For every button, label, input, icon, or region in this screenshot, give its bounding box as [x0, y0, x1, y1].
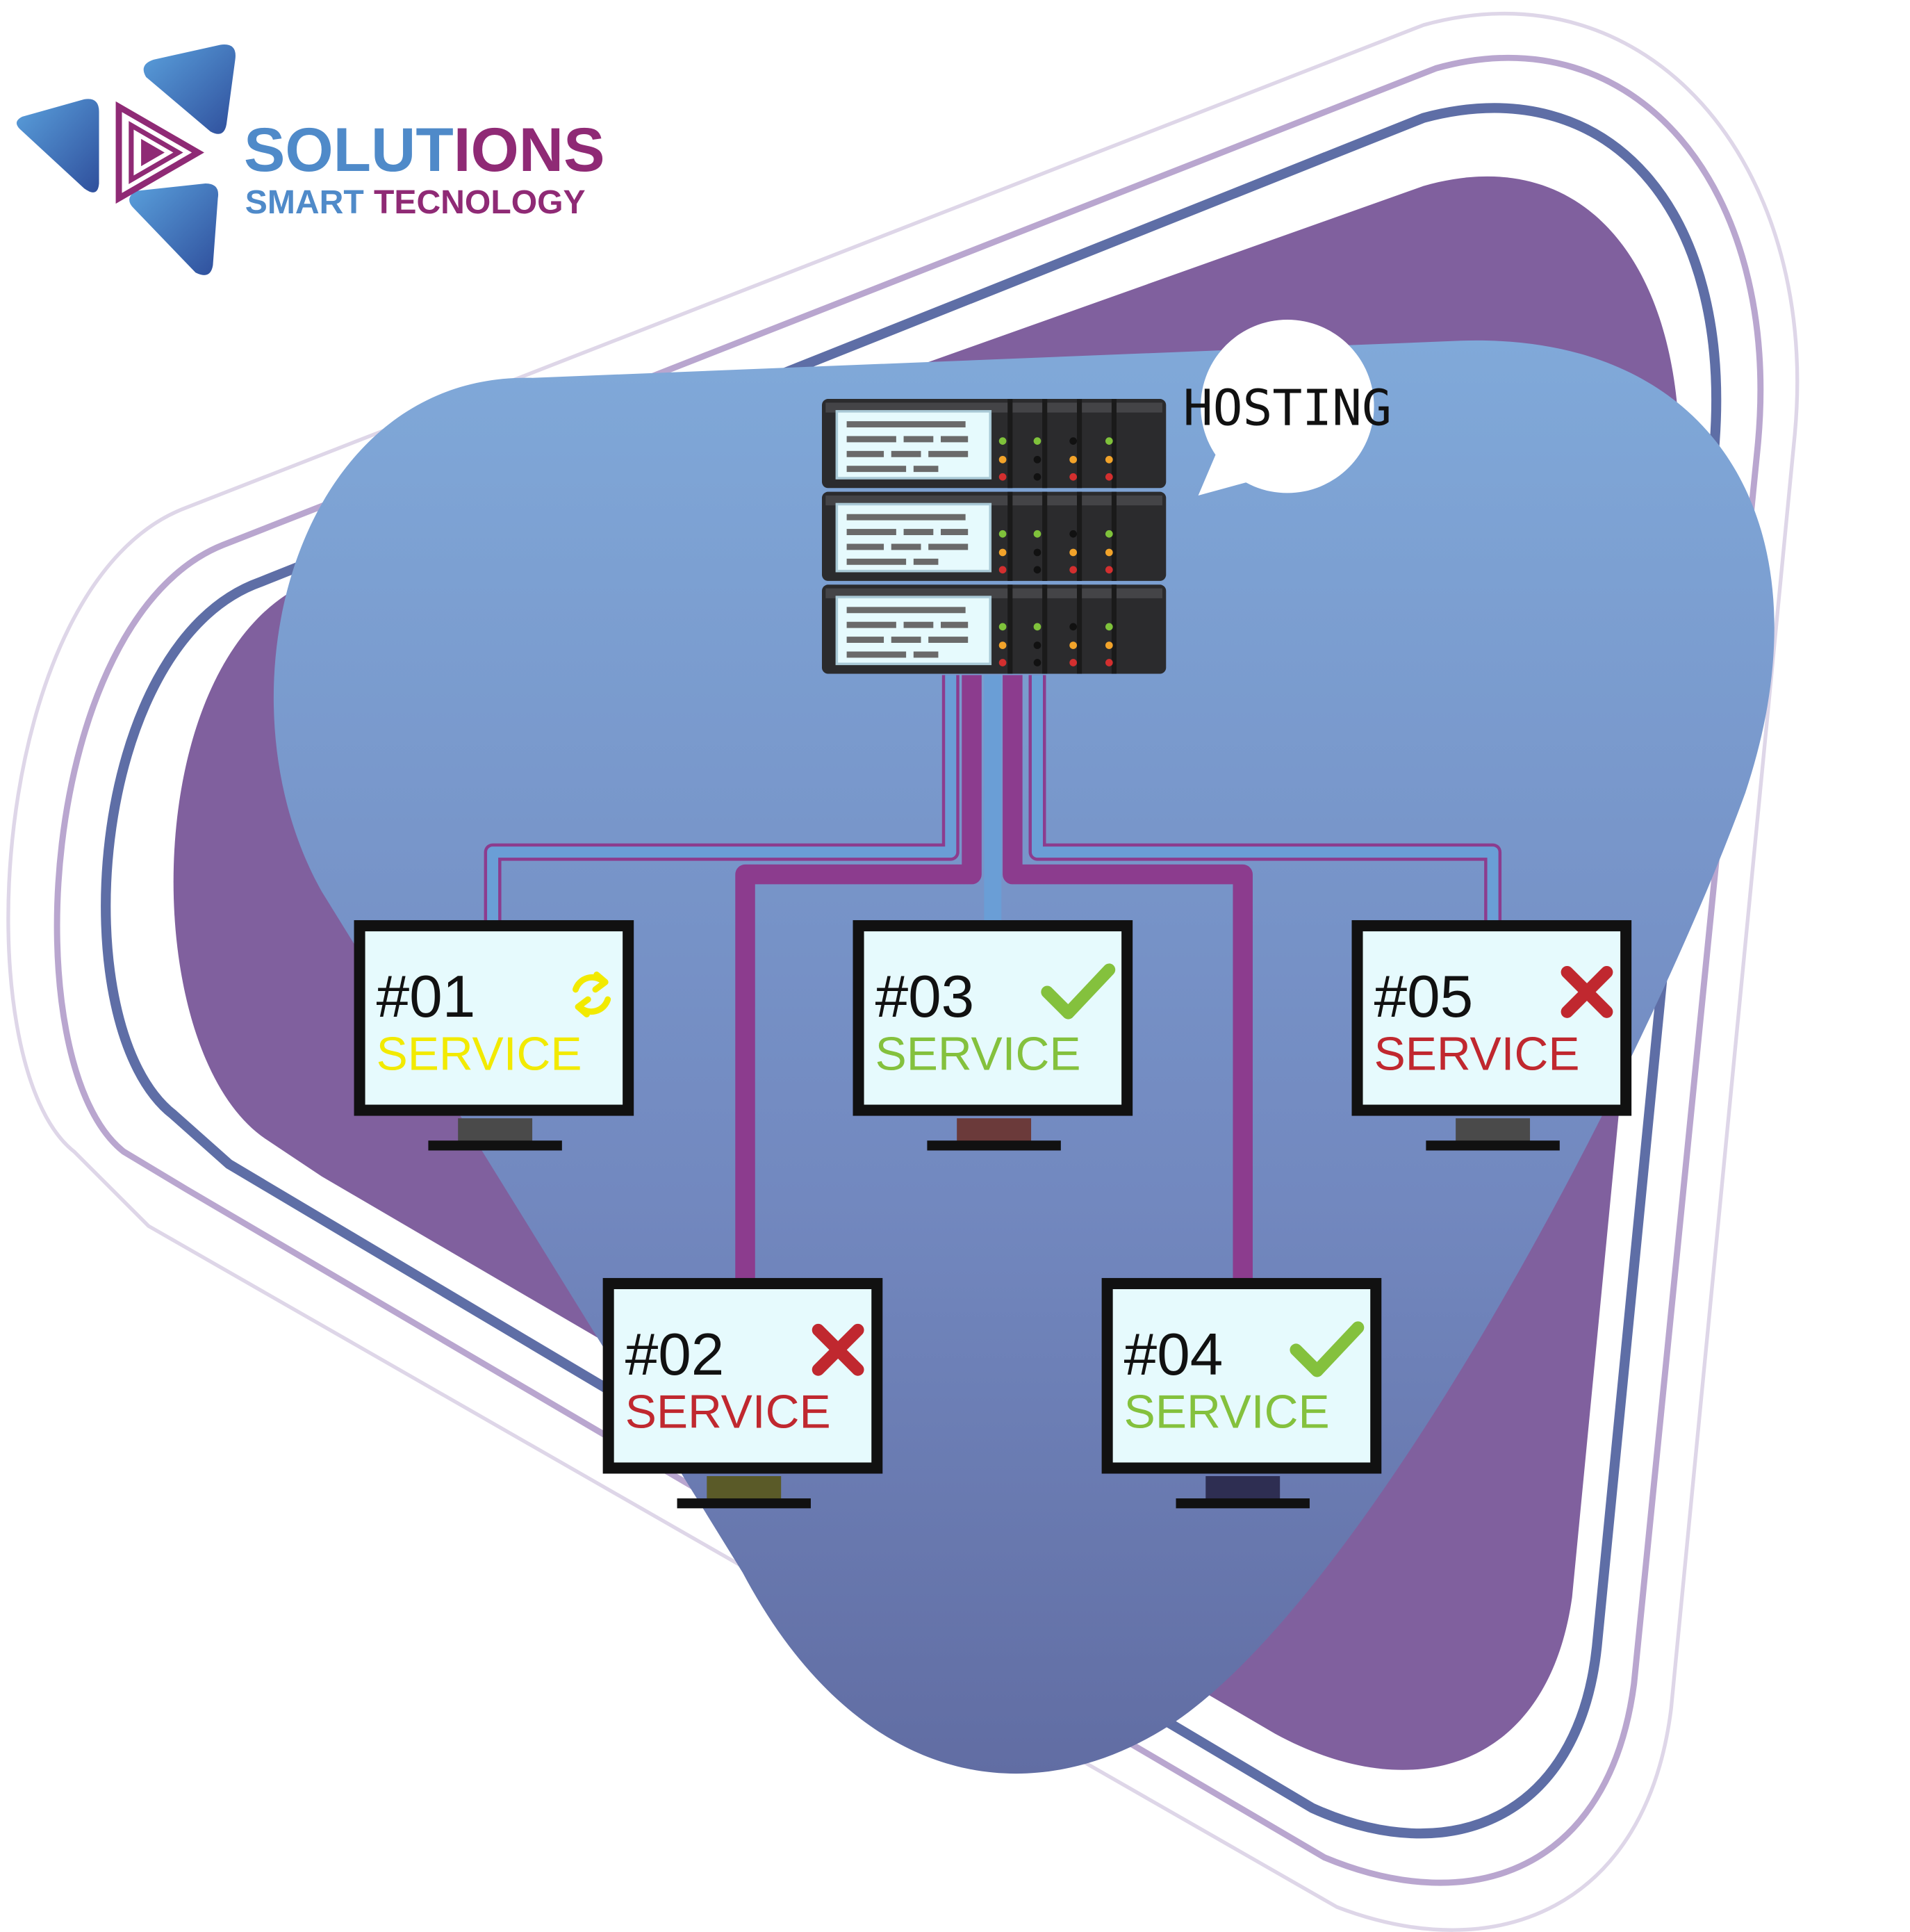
logo-triangle-bottom [129, 183, 219, 275]
monitor-service-label: SERVICE [625, 1386, 831, 1439]
ring-blue [101, 103, 1722, 1839]
cable-to-monitor-05 [1028, 675, 1502, 923]
check-icon [1041, 963, 1116, 1020]
cross-icon [1561, 966, 1613, 1018]
monitor-number: #01 [377, 964, 476, 1030]
monitor-05: #05 SERVICE [1351, 920, 1632, 1151]
ring-lilac [53, 54, 1764, 1886]
monitor-number: #04 [1124, 1322, 1224, 1388]
hosting-speech-bubble: HOSTING [1183, 320, 1392, 496]
logo-tag-part2: TECNOLOGY [374, 183, 586, 221]
monitor-service-label: SERVICE [1374, 1029, 1580, 1081]
cable-to-monitor-04 [1003, 675, 1253, 1281]
server-unit-3 [821, 583, 1168, 676]
monitor-02: #02 SERVICE [602, 1277, 883, 1509]
ring-outer [6, 11, 1800, 1932]
network-cables [484, 675, 1502, 1281]
check-icon [1290, 1321, 1365, 1377]
monitor-number: #05 [1374, 964, 1474, 1030]
server-unit-1 [821, 399, 1167, 489]
monitor-04: #04 SERVICE [1101, 1277, 1382, 1509]
monitor-number: #03 [875, 964, 975, 1030]
server-rack [821, 399, 1168, 676]
logo-word-part2: IONS [454, 115, 605, 184]
play-icon [115, 101, 204, 204]
cross-icon [812, 1323, 864, 1376]
cable-to-monitor-02 [735, 675, 982, 1281]
refresh-icon [572, 972, 611, 1017]
outline-rings [6, 11, 1800, 1932]
monitor-number: #02 [625, 1322, 725, 1388]
logo-wordmark: SOLUTIONS [244, 115, 605, 184]
monitor-service-label: SERVICE [875, 1029, 1081, 1081]
logo-tag-part1: SMART [245, 183, 364, 221]
logo-tagline: SMART TECNOLOGY [245, 183, 586, 221]
monitor-01: #01 SERVICE [354, 920, 634, 1151]
logo-triangle-top [143, 44, 236, 134]
server-unit-2 [821, 490, 1168, 582]
monitor-service-label: SERVICE [1124, 1386, 1330, 1439]
hosting-label: HOSTING [1183, 379, 1392, 436]
monitor-service-label: SERVICE [377, 1029, 582, 1081]
logo-word-part1: SOLUT [244, 115, 454, 184]
company-logo: SOLUTIONS SMART TECNOLOGY [16, 44, 605, 275]
logo-triangle-left [16, 99, 99, 193]
cable-to-monitor-01 [484, 675, 960, 923]
monitor-03: #03 SERVICE [853, 920, 1133, 1151]
